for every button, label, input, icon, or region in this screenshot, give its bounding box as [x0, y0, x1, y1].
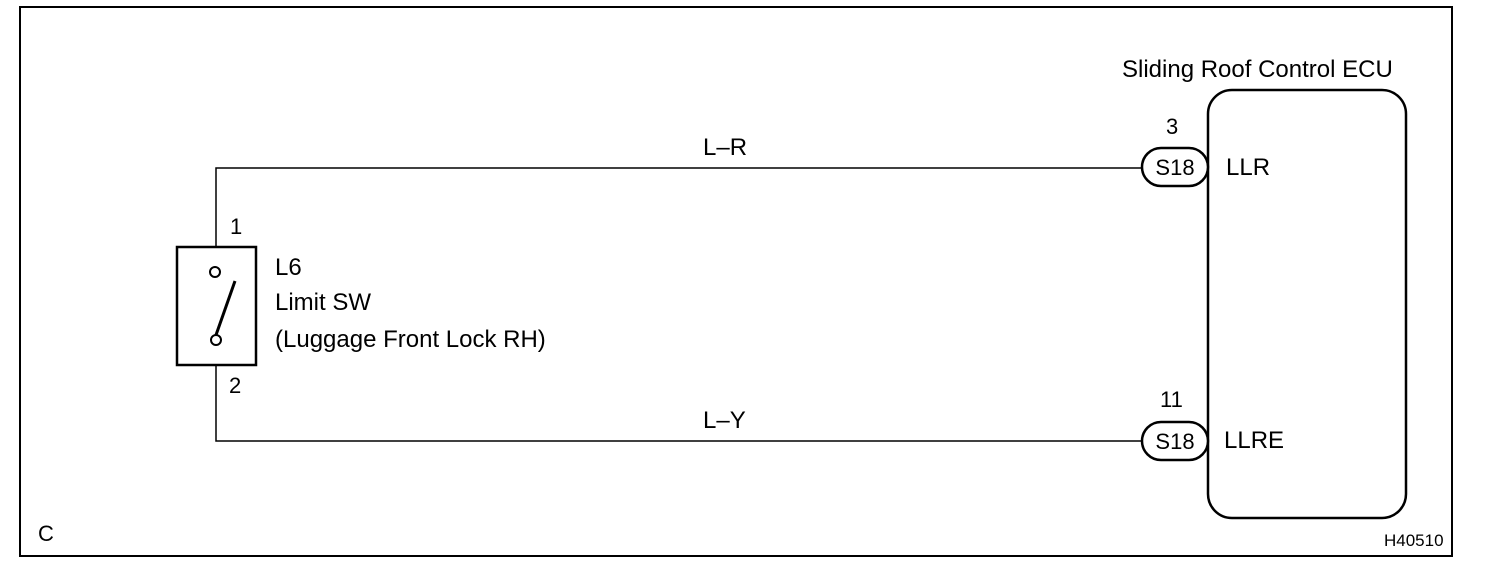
switch-pin-top: 1 [230, 214, 242, 239]
switch-blade [214, 280, 237, 336]
limit-switch: 1 2 L6 Limit SW (Luggage Front Lock RH) [175, 214, 546, 398]
limit-switch-box [175, 245, 258, 367]
figure-id: H40510 [1384, 531, 1444, 550]
connector-bottom: 11 S18 LLRE [1140, 387, 1284, 462]
terminal-llr-label: LLR [1226, 154, 1270, 181]
connector-top-code: S18 [1155, 155, 1194, 180]
switch-code: L6 [275, 254, 302, 281]
connector-top: 3 S18 LLR [1140, 114, 1270, 188]
ecu-box [1206, 88, 1408, 520]
connector-bottom-code: S18 [1155, 429, 1194, 454]
wire-top-label: L–R [703, 134, 747, 161]
terminal-llre-label: LLRE [1224, 427, 1284, 454]
switch-description: (Luggage Front Lock RH) [275, 326, 546, 353]
switch-pin-bottom: 2 [229, 373, 241, 398]
ecu-title: Sliding Roof Control ECU [1122, 56, 1393, 83]
connector-bottom-shell [1140, 420, 1210, 462]
switch-contact-bottom [210, 334, 222, 346]
connector-top-pin: 3 [1166, 114, 1178, 139]
diagram-frame [19, 6, 1453, 557]
wire-bottom [215, 365, 1142, 442]
connector-top-shell [1140, 146, 1210, 188]
corner-label: C [38, 521, 54, 546]
switch-contact-top [209, 266, 221, 278]
wire-top [215, 167, 1142, 247]
wire-bottom-label: L–Y [703, 407, 746, 434]
connector-bottom-pin: 11 [1160, 387, 1183, 412]
switch-name: Limit SW [275, 289, 371, 316]
